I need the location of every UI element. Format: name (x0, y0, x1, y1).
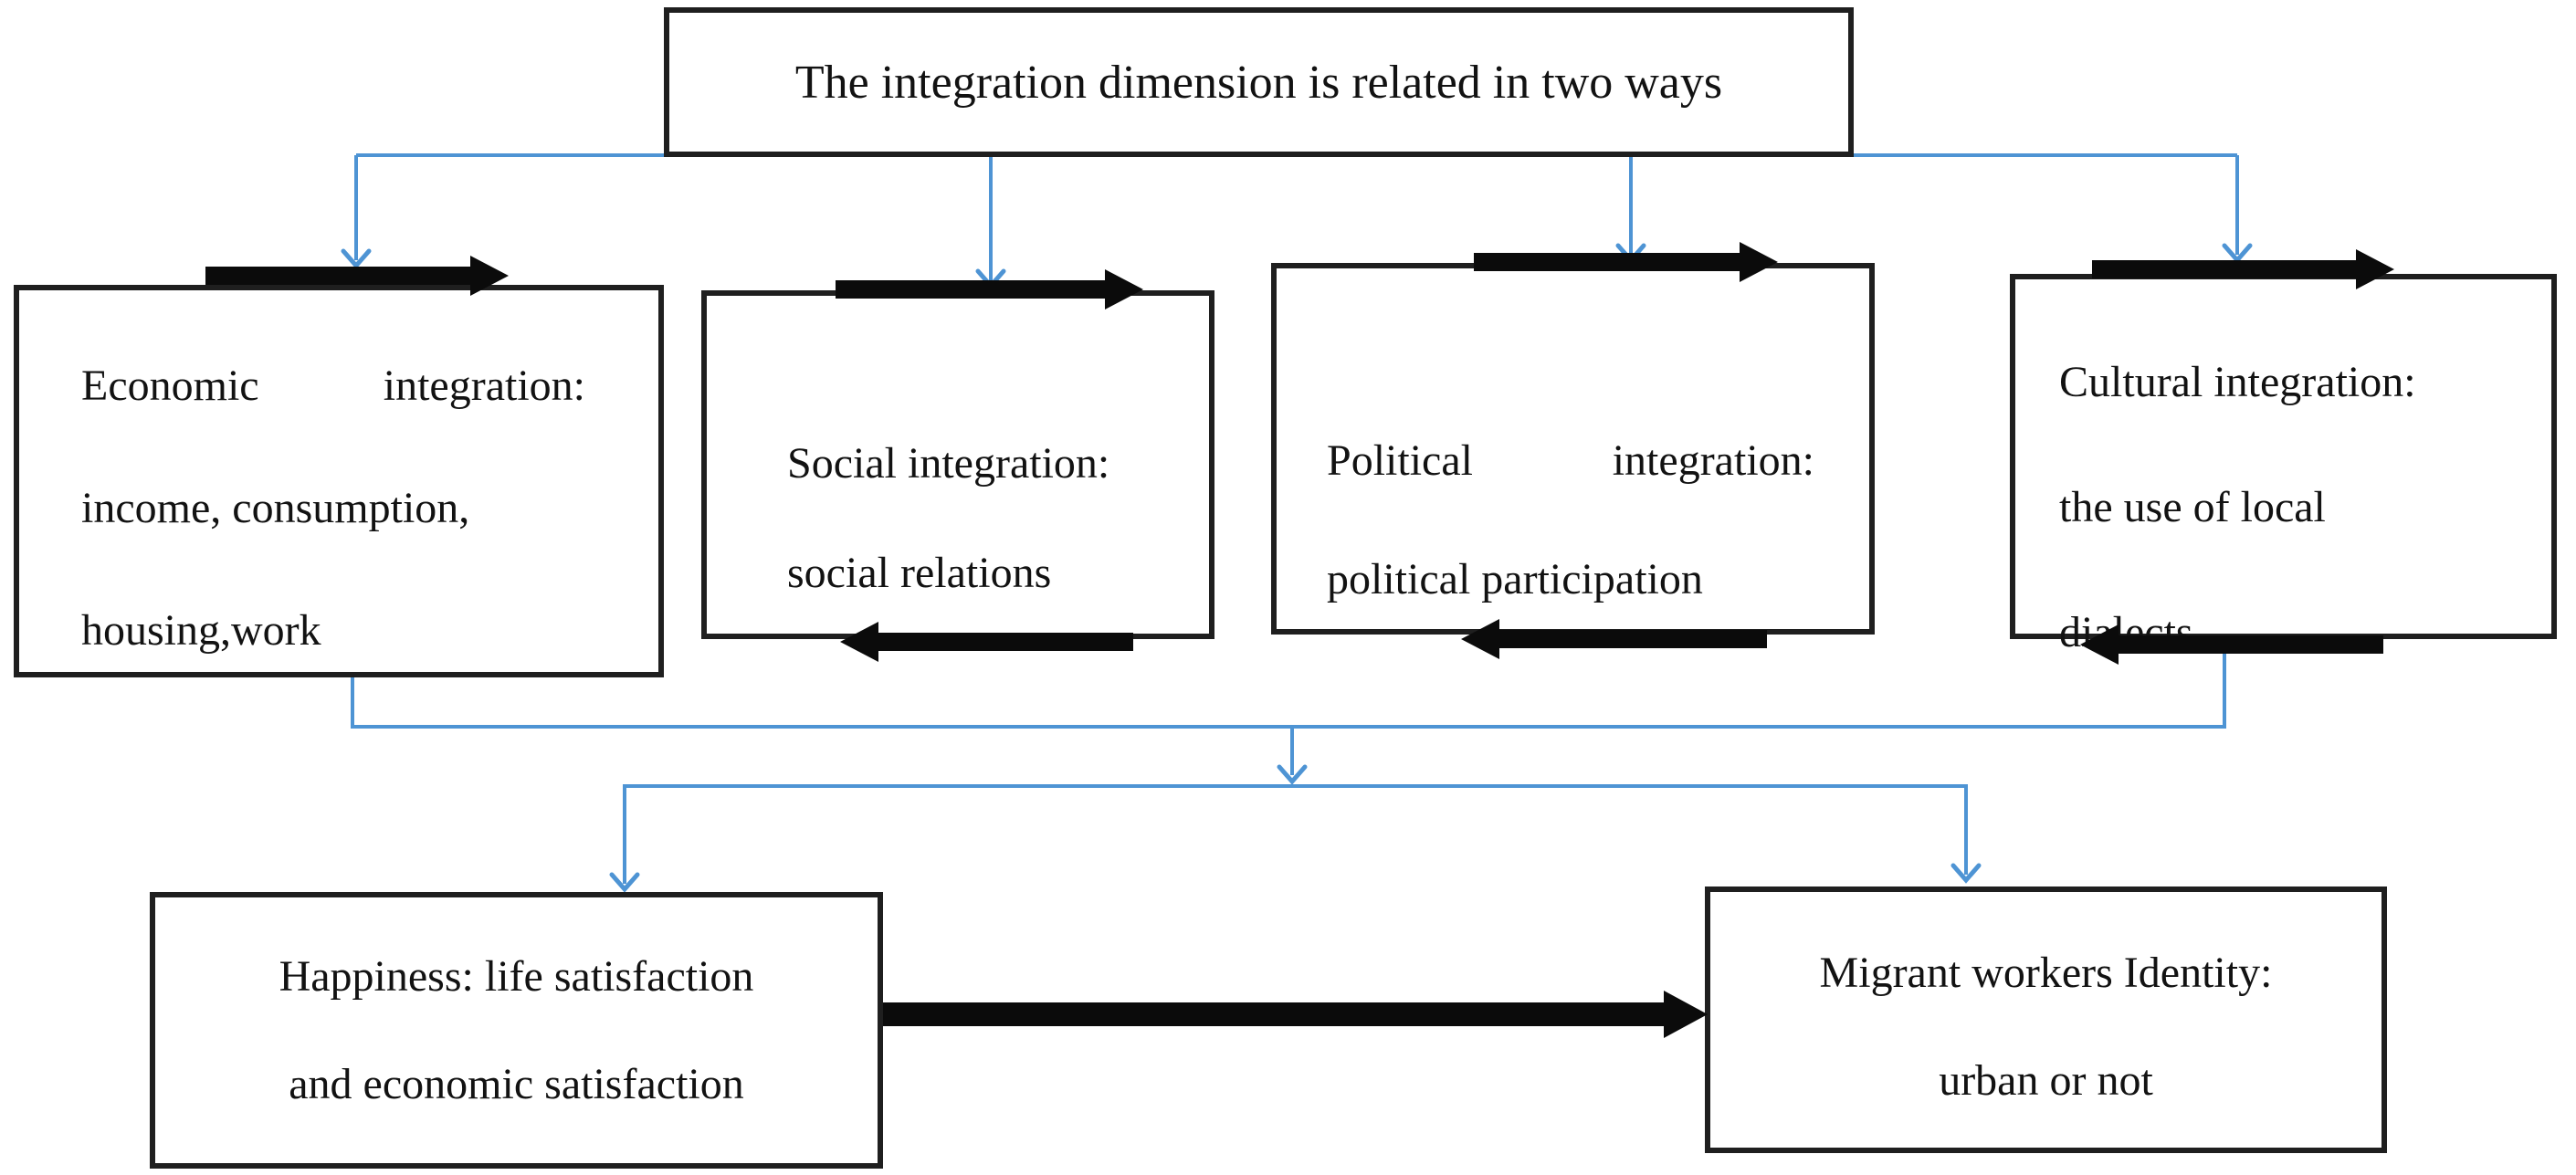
arrowhead-down-happiness-icon (609, 872, 640, 893)
box-cultural-integration: Cultural integration: the use of local d… (2010, 274, 2557, 656)
arrowhead-down-cultural-icon (2222, 243, 2253, 264)
title-text: The integration dimension is related in … (794, 56, 1723, 109)
box-line: dialects (2059, 608, 2193, 656)
box-migrant-identity: Migrant workers Identity: urban or not (1705, 886, 2387, 1153)
box-title: The integration dimension is related in … (664, 7, 1854, 157)
arrowhead-down-economic-icon (341, 248, 372, 269)
box-line: Happiness: life satisfaction (279, 952, 754, 1001)
box-line: Social integration: (787, 439, 1110, 488)
box-line: and economic satisfaction (289, 1060, 744, 1108)
box-line: social relations (787, 549, 1052, 597)
box-line: Cultural integration: (2059, 358, 2416, 406)
arrowhead-down-center-icon (1277, 764, 1308, 785)
box-line: the use of local (2059, 483, 2326, 531)
box-social-integration: Social integration: social relations (701, 290, 1214, 639)
connector-lower-rail (623, 784, 1968, 884)
box-political-integration: Political integration: political partici… (1271, 263, 1875, 635)
box-line: Political integration: (1327, 436, 1814, 485)
box-line: Economic integration: (81, 362, 585, 410)
box-line: income, consumption, (81, 484, 470, 532)
arrow-happiness-to-identity-icon (883, 991, 1708, 1038)
arrowhead-down-identity-icon (1950, 863, 1982, 884)
box-economic-integration: Economic integration: income, consumptio… (14, 285, 664, 677)
arrowhead-down-social-icon (975, 268, 1006, 289)
arrowhead-down-political-icon (1615, 243, 1646, 264)
box-line: housing,work (81, 606, 321, 655)
connector-title-to-dimensions (354, 153, 2239, 280)
box-happiness: Happiness: life satisfaction and economi… (150, 892, 883, 1169)
box-line: political participation (1327, 555, 1703, 603)
box-line: urban or not (1939, 1056, 2153, 1105)
box-line: Migrant workers Identity: (1819, 949, 2273, 997)
